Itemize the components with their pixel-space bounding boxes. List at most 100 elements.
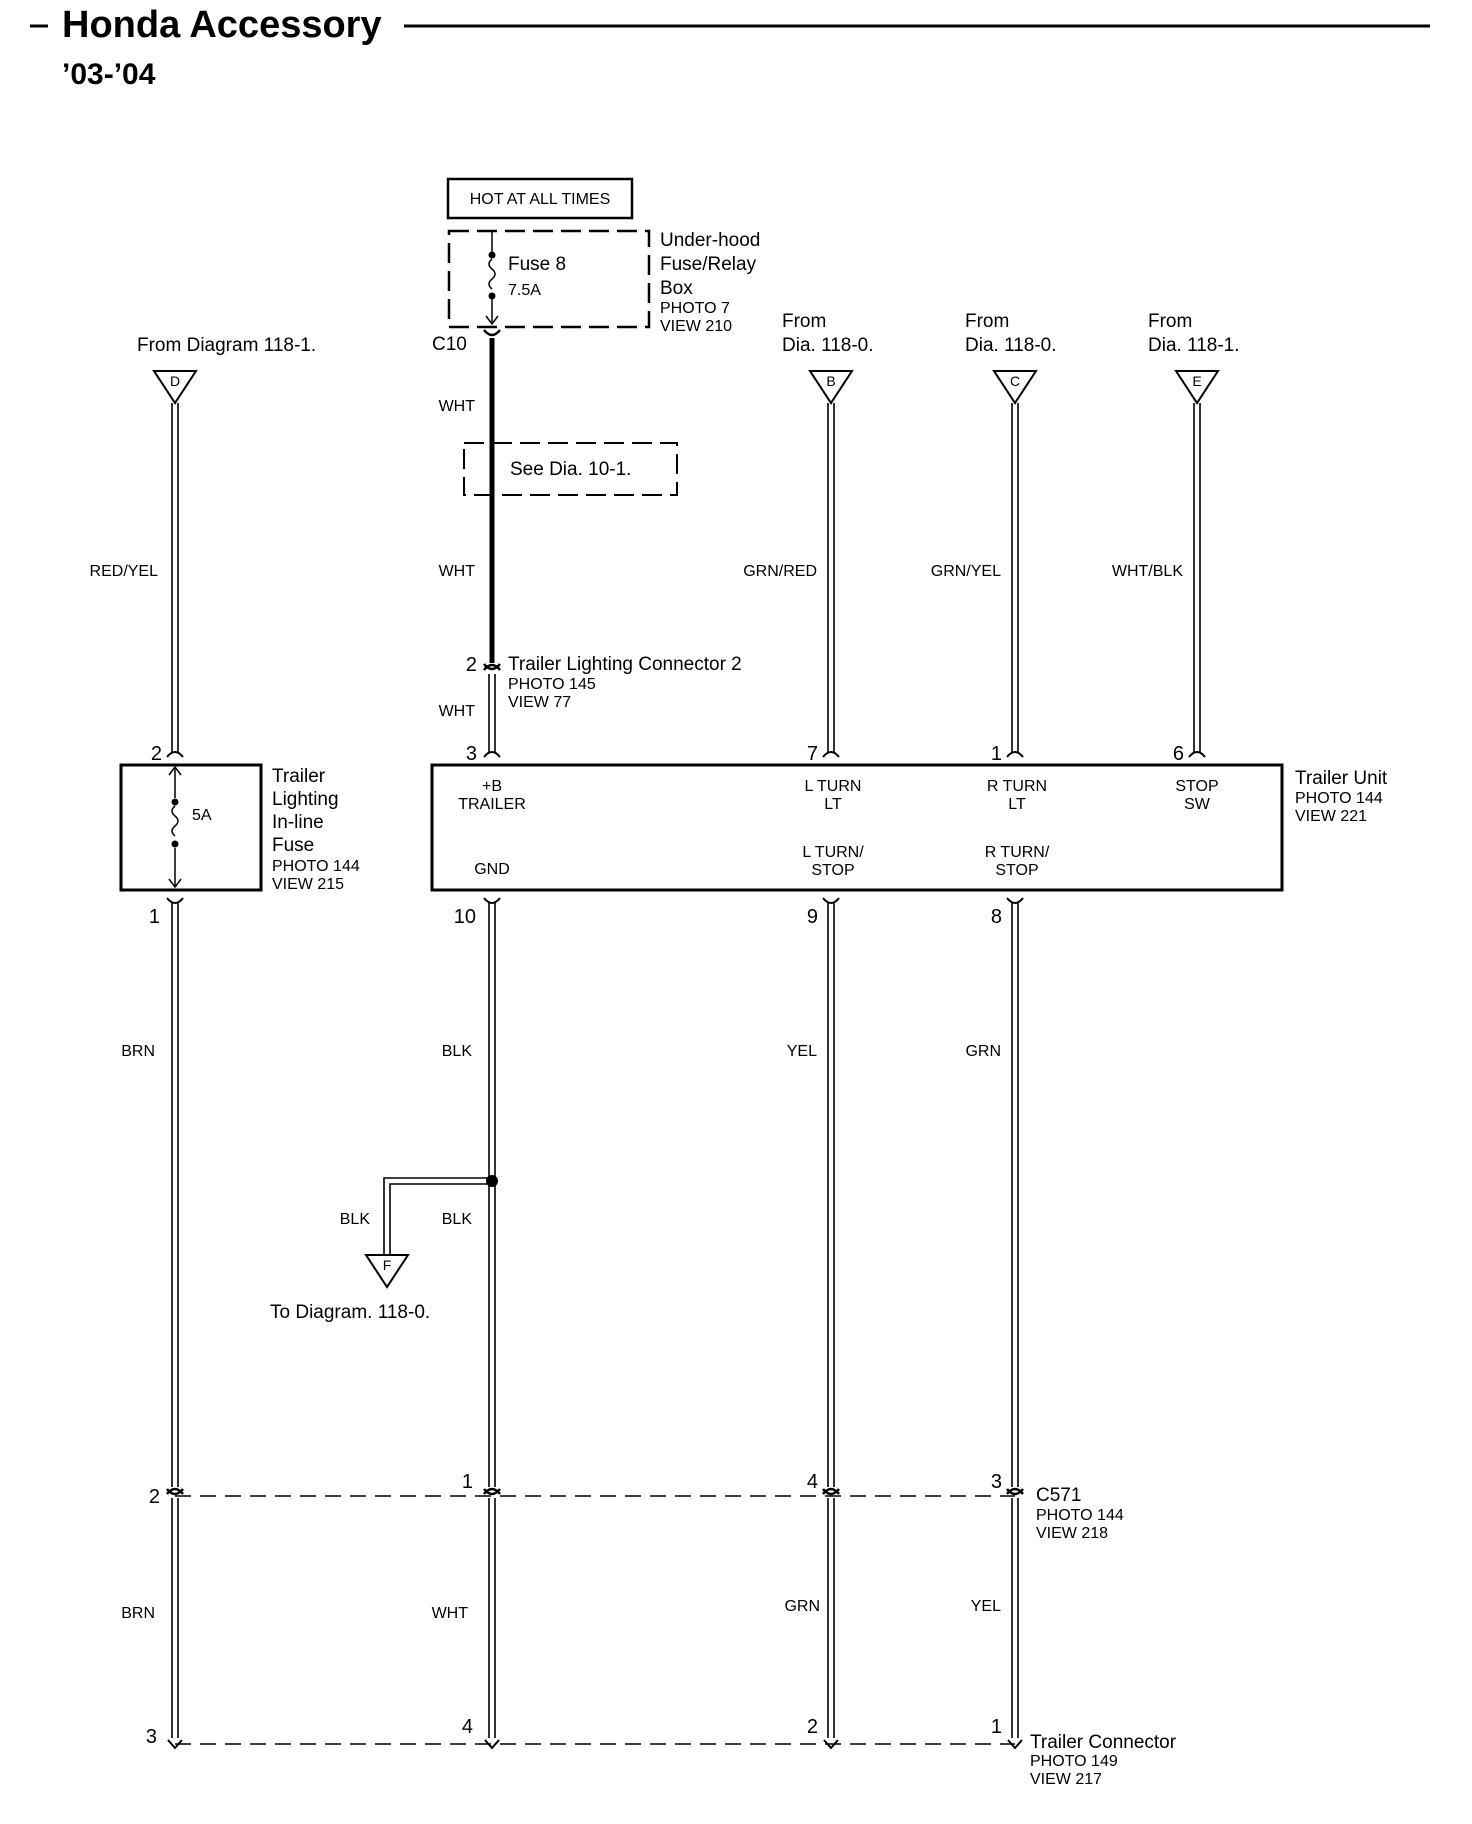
tlc2-view: VIEW 77 (508, 694, 571, 711)
source-b-label-2: Dia. 118-0. (782, 335, 874, 356)
wire-label-blk-branch: BLK (340, 1211, 371, 1228)
unit-pin-1: 1 (991, 743, 1002, 765)
tlc2-name: Trailer Lighting Connector 2 (508, 654, 742, 675)
source-d-triangle (152, 370, 198, 405)
trailer-unit-name: Trailer Unit (1295, 768, 1388, 789)
wire-label-grn-1: GRN (965, 1043, 1001, 1060)
fuse-8-rating: 7.5A (508, 282, 541, 299)
c571-name: C571 (1036, 1485, 1081, 1506)
trailer-connector-view: VIEW 217 (1030, 1771, 1102, 1788)
terminal-stop-sw: SW (1184, 796, 1211, 813)
inline-fuse-name-1: Trailer (272, 766, 326, 787)
wire-wht-tlc (488, 674, 496, 752)
inline-fuse-box (119, 763, 263, 892)
wire-label-wht-2: WHT (439, 563, 476, 580)
c10-connector-symbol (483, 329, 501, 337)
inline-fuse-name-4: Fuse (272, 835, 314, 856)
source-c-triangle (992, 370, 1038, 405)
box-name-line3: Box (660, 278, 693, 299)
hot-at-all-times-label: HOT AT ALL TIMES (470, 191, 611, 208)
terminal-l-turn: L TURN (805, 778, 862, 795)
ground-f-triangle (364, 1254, 410, 1289)
wire-label-yel-2: YEL (971, 1598, 1001, 1615)
wire-label-wht-lower: WHT (432, 1605, 469, 1622)
terminal-l-turn-stop-2: STOP (811, 862, 854, 879)
unit-pin-7: 7 (807, 743, 818, 765)
source-c-label-2: Dia. 118-0. (965, 335, 1057, 356)
wire-label-blk-1: BLK (442, 1043, 473, 1060)
box-name-line2: Fuse/Relay (660, 254, 757, 275)
wire-label-grn-2: GRN (784, 1598, 820, 1615)
inline-fuse-view: VIEW 215 (272, 876, 344, 893)
unit-pin-6-cap (1188, 751, 1206, 758)
wire-label-wht-blk: WHT/BLK (1112, 563, 1183, 580)
c571-view: VIEW 218 (1036, 1525, 1108, 1542)
trailer-conn-pin-3: 3 (146, 1726, 157, 1748)
wire-label-grn-red: GRN/RED (743, 563, 817, 580)
unit-pin-10-cap (483, 897, 501, 904)
c571-pin-4: 4 (807, 1471, 818, 1493)
page-title: Honda Accessory (62, 4, 382, 46)
see-dia-10-1-box (463, 442, 678, 496)
unit-pin-8: 8 (991, 906, 1002, 928)
ground-f-letter: F (383, 1257, 392, 1273)
unit-pin-7-cap (822, 751, 840, 758)
trailer-conn-pin-1: 1 (991, 1716, 1002, 1738)
trailer-connector-pins (167, 1739, 1023, 1750)
source-d-letter: D (170, 373, 180, 389)
c10-connector-label: C10 (432, 334, 467, 355)
wire-yel-lower (1011, 1498, 1019, 1738)
wire-label-yel-1: YEL (787, 1043, 817, 1060)
wire-brn-upper (171, 903, 179, 1487)
terminal-r-turn-lt: LT (1008, 796, 1026, 813)
source-b-letter: B (826, 373, 835, 389)
wire-yel-upper (827, 903, 835, 1487)
unit-pin-3: 3 (466, 743, 477, 765)
wire-grn-yel (1011, 403, 1019, 752)
unit-pin-8-cap (1006, 897, 1024, 904)
source-e-triangle (1174, 370, 1220, 405)
underhood-fuse-box-outline (447, 229, 651, 329)
box-photo: PHOTO 7 (660, 300, 730, 317)
terminal-r-turn: R TURN (987, 778, 1047, 795)
wire-red-yel (171, 403, 179, 752)
trailer-connector-photo: PHOTO 149 (1030, 1753, 1118, 1770)
wire-label-brn-1: BRN (121, 1043, 155, 1060)
tlc2-photo: PHOTO 145 (508, 676, 596, 693)
terminal-r-turn-stop-1: R TURN/ (985, 844, 1050, 861)
wire-blk-ground-branch (383, 1177, 489, 1256)
fuse-8-symbol (488, 258, 496, 290)
c571-pin-2: 2 (149, 1486, 160, 1508)
inline-fuse-photo: PHOTO 144 (272, 858, 360, 875)
fuse-top-pin-cap (166, 751, 184, 758)
trailer-connector-name: Trailer Connector (1030, 1732, 1177, 1753)
unit-pin-3-cap (483, 751, 501, 758)
box-name-line1: Under-hood (660, 230, 760, 251)
inline-fuse-symbol (171, 805, 179, 837)
terminal-trailer: TRAILER (458, 796, 526, 813)
trailer-unit-box (430, 763, 1284, 892)
terminal-l-turn-stop-1: L TURN/ (802, 844, 864, 861)
terminal-stop: STOP (1175, 778, 1218, 795)
wire-label-red-yel: RED/YEL (90, 563, 159, 580)
ground-f-label: To Diagram. 118-0. (270, 1302, 430, 1323)
source-d-label: From Diagram 118-1. (137, 335, 316, 356)
tlc2-pin: 2 (466, 654, 477, 676)
wire-label-blk-2: BLK (442, 1211, 473, 1228)
fuse-pin-bottom: 1 (149, 906, 160, 928)
wire-label-wht-3: WHT (439, 703, 476, 720)
inline-fuse-rating: 5A (192, 807, 212, 824)
wire-wht-lower (488, 1498, 496, 1738)
source-e-letter: E (1192, 373, 1201, 389)
see-dia-10-1-label: See Dia. 10-1. (510, 459, 631, 480)
trailer-unit-view: VIEW 221 (1295, 808, 1367, 825)
fuse-bottom-pin-cap (166, 897, 184, 904)
c571-pin-3: 3 (991, 1471, 1002, 1493)
unit-pin-9: 9 (807, 906, 818, 928)
fuse-pin-top: 2 (151, 743, 162, 765)
terminal-b-plus: +B (482, 778, 502, 795)
c571-photo: PHOTO 144 (1036, 1507, 1124, 1524)
wire-wht-blk (1193, 403, 1201, 752)
source-c-letter: C (1010, 373, 1020, 389)
